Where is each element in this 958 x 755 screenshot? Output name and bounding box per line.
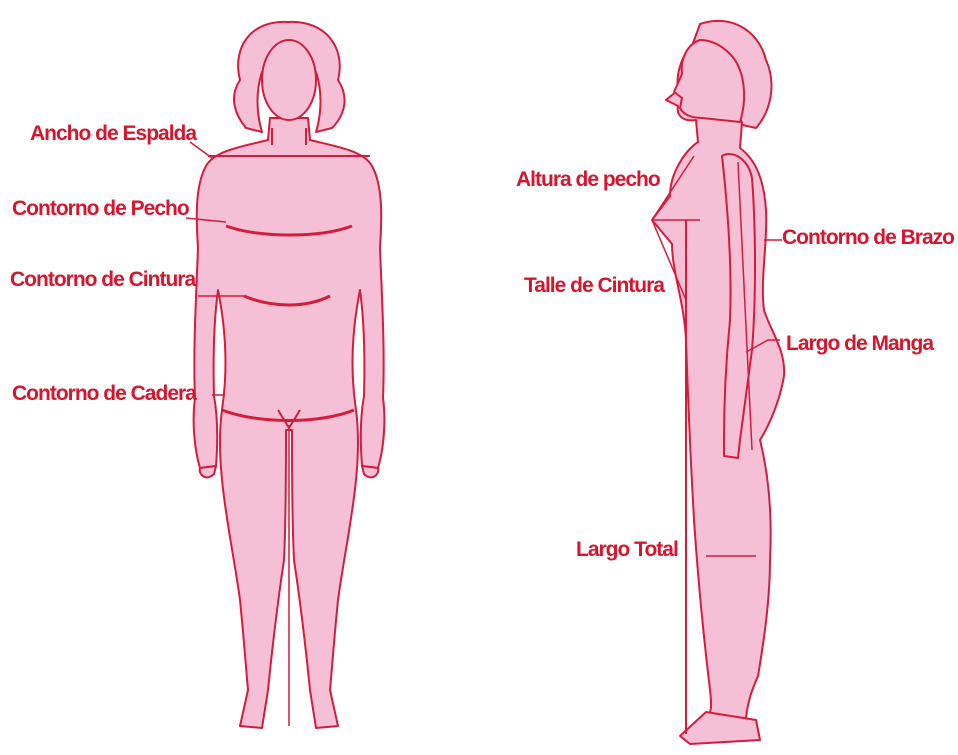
front-face: [262, 40, 316, 120]
label-altura-de-pecho: Altura de pecho: [516, 168, 660, 191]
label-largo-de-manga: Largo de Manga: [786, 332, 934, 355]
front-right-hand: [362, 466, 378, 477]
label-contorno-de-cadera: Contorno de Cadera: [12, 382, 197, 405]
label-talle-de-cintura: Talle de Cintura: [524, 274, 665, 297]
label-contorno-de-pecho: Contorno de Pecho: [12, 197, 189, 220]
label-ancho-de-espalda: Ancho de Espalda: [30, 122, 197, 145]
label-contorno-de-cintura: Contorno de Cintura: [10, 268, 196, 291]
front-left-hand: [200, 466, 216, 477]
label-contorno-de-brazo: Contorno de Brazo: [782, 226, 954, 249]
label-largo-total: Largo Total: [576, 538, 678, 561]
